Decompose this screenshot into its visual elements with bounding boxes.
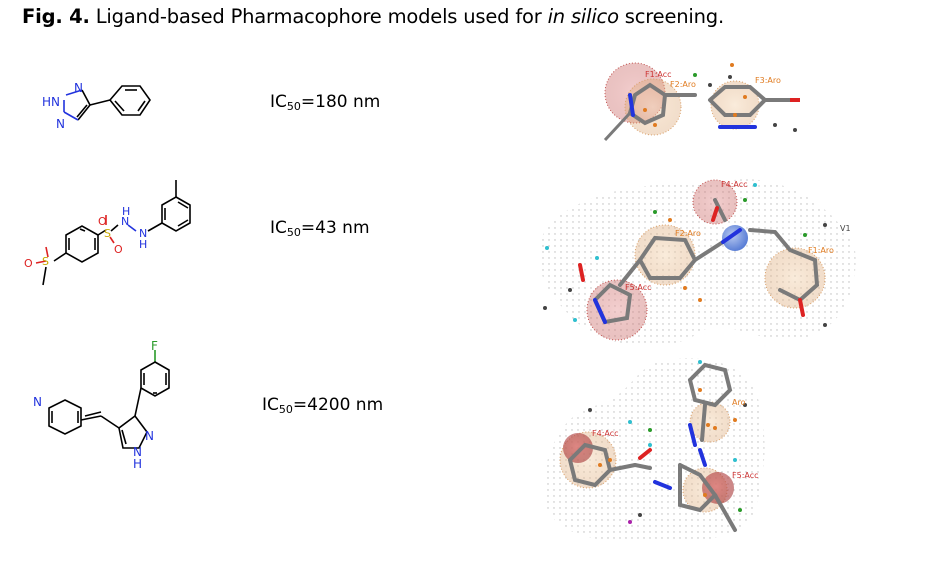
feature-label: Aro xyxy=(732,398,746,407)
aromatic-sphere xyxy=(689,401,731,443)
atom-s: S xyxy=(42,255,49,268)
structure-compound-2: O S O S O N H N H xyxy=(24,180,191,286)
feature-label: F4:Acc xyxy=(721,180,748,189)
structure-compound-3: F N N N H xyxy=(33,340,170,471)
ic-value: =43 nm xyxy=(300,218,370,238)
ic-prefix: IC xyxy=(270,92,287,112)
pharmacophore-model-2: F4:Acc F2:Aro F5:Acc V1 F1:Aro xyxy=(539,179,856,347)
ic-prefix: IC xyxy=(270,218,287,238)
figure-label: Fig. 4. xyxy=(22,5,90,28)
atom-n: N xyxy=(56,117,65,131)
donor-sphere xyxy=(722,225,748,251)
atom-o: O xyxy=(98,215,107,228)
atom-n: N xyxy=(121,215,129,228)
acceptor-sphere xyxy=(702,472,734,504)
structure-compound-1: HN N N xyxy=(42,81,151,131)
ic-sub: 50 xyxy=(286,226,301,239)
feature-label: F2:Aro xyxy=(670,80,696,89)
feature-label: F1:Acc xyxy=(645,70,672,79)
figure-caption: Fig. 4. Ligand-based Pharmacophore model… xyxy=(22,5,724,28)
pharmacophore-model-3: F4:Acc Aro F5:Acc xyxy=(544,358,765,542)
feature-label: V1 xyxy=(840,224,851,233)
feature-label: F2:Aro xyxy=(675,229,701,238)
atom-h: H xyxy=(139,238,147,251)
atom-o: O xyxy=(114,243,123,256)
atom-n: N xyxy=(33,395,42,409)
atom-hn: HN xyxy=(42,95,60,109)
feature-label: F5:Acc xyxy=(732,471,759,480)
atom-n: N xyxy=(74,81,83,95)
atom-s: S xyxy=(104,227,111,240)
pharmacophore-model-1: F1:Acc F2:Aro F3:Aro xyxy=(603,62,800,142)
feature-label: F3:Aro xyxy=(755,76,781,85)
atom-f: F xyxy=(151,340,158,353)
atom-h: H xyxy=(122,205,130,218)
atom-n: N xyxy=(139,227,147,240)
atom-n: N xyxy=(145,429,154,443)
ic-prefix: IC xyxy=(262,395,279,415)
atom-n: N xyxy=(133,445,142,459)
acceptor-sphere xyxy=(563,433,593,463)
feature-label: F4:Acc xyxy=(592,429,619,438)
ic50-compound-1: IC50=180 nm xyxy=(270,92,380,113)
ic50-compound-2: IC50=43 nm xyxy=(270,218,370,239)
caption-italic: in silico xyxy=(547,5,619,28)
ic-value: =180 nm xyxy=(300,92,381,112)
ic50-compound-3: IC50=4200 nm xyxy=(262,395,383,416)
ic-value: =4200 nm xyxy=(292,395,384,415)
caption-text-end: screening. xyxy=(618,5,724,28)
atom-o: O xyxy=(24,257,33,270)
feature-label: F1:Aro xyxy=(808,246,834,255)
ic-sub: 50 xyxy=(286,100,301,113)
atom-h: H xyxy=(133,457,142,471)
ic-sub: 50 xyxy=(278,403,293,416)
caption-text: Ligand-based Pharmacophore models used f… xyxy=(95,5,548,28)
feature-label: F5:Acc xyxy=(625,283,652,292)
